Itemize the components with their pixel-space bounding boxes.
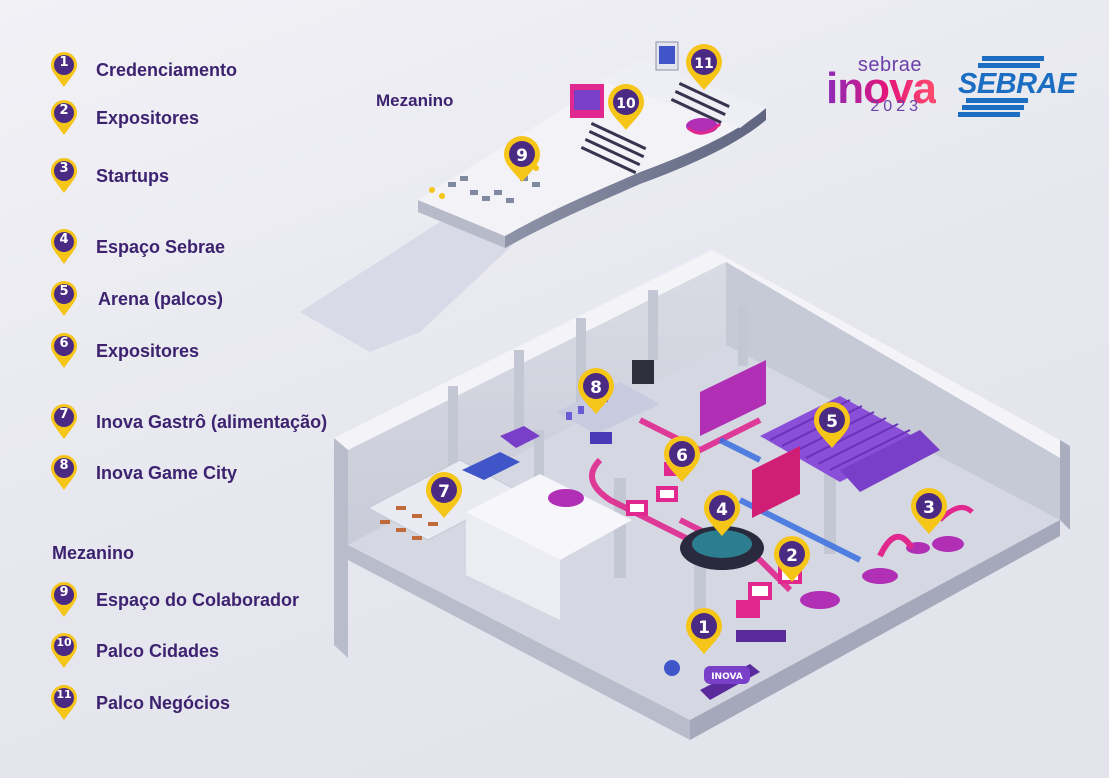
pin-number: 2: [786, 546, 798, 566]
legend-label: Espaço Sebrae: [96, 236, 226, 257]
map-pin-9[interactable]: 9: [504, 136, 540, 182]
pin-number: 3: [59, 161, 69, 176]
legend-label: Expositores: [96, 107, 200, 128]
legend-label: Expositores: [96, 340, 200, 361]
legend-item-3[interactable]: 3 Startups: [50, 156, 169, 196]
pin-number: 1: [59, 55, 69, 70]
map-pin-icon: 8: [50, 455, 78, 491]
map-pin-icon: 7: [50, 404, 78, 440]
legend-item-5[interactable]: 5 Arena (palcos): [50, 279, 223, 319]
legend-item-2[interactable]: 2 Expositores: [50, 98, 199, 138]
legend-label: Palco Cidades: [96, 640, 220, 661]
mezanine-shadow: [300, 222, 520, 352]
pin-number: 10: [56, 636, 72, 649]
pin-number: 11: [694, 56, 713, 72]
legend-label: Credenciamento: [96, 59, 238, 80]
map-pin-icon: 2: [50, 100, 78, 136]
logo-sebrae-small: sebrae: [858, 54, 922, 77]
map-pin-icon: 10: [50, 633, 78, 669]
legend-label: Inova Game City: [96, 462, 238, 483]
legend-label: Startups: [96, 165, 170, 186]
legend-item-7[interactable]: 7 Inova Gastrô (alimentação): [50, 402, 327, 442]
entrance-sign-text: INOVA: [711, 672, 743, 682]
legend-label: Palco Negócios: [96, 692, 231, 713]
mezanine-map-label: Mezanino: [376, 91, 453, 110]
map-pin-icon: 9: [50, 582, 78, 618]
pin-number: 4: [716, 500, 728, 520]
pin-number: 7: [59, 407, 69, 422]
map-pin-icon: 1: [50, 52, 78, 88]
map-pin-icon: 4: [50, 229, 78, 265]
legend-item-6[interactable]: 6 Expositores: [50, 331, 199, 371]
map-pin-icon: 5: [50, 281, 78, 317]
pin-number: 7: [438, 482, 450, 502]
pin-number: 2: [59, 103, 69, 118]
legend-item-10[interactable]: 10 Palco Cidades: [50, 631, 219, 671]
map-pin-icon: 6: [50, 333, 78, 369]
pin-number: 5: [826, 412, 838, 432]
map-pin-icon: 3: [50, 158, 78, 194]
legend: 1 Credenciamento 2 Expositores 3 Startup…: [0, 0, 360, 778]
legend-section-title: Mezanino: [52, 543, 135, 563]
legend-item-1[interactable]: 1 Credenciamento: [50, 50, 237, 90]
legend-item-4[interactable]: 4 Espaço Sebrae: [50, 227, 225, 267]
legend-item-9[interactable]: 9 Espaço do Colaborador: [50, 580, 299, 620]
sebrae-wordmark: SEBRAE: [958, 68, 1076, 100]
logo-inova-word: inova: [826, 64, 937, 113]
sebrae-inova-logo: sebrae inova 2023: [826, 54, 937, 120]
pin-number: 5: [59, 284, 69, 299]
pin-number: 8: [590, 378, 602, 398]
map-pin-6[interactable]: 6: [664, 436, 700, 482]
map-pin-10[interactable]: 10: [608, 84, 644, 130]
logo-year: 2023: [870, 98, 922, 115]
map-pin-11[interactable]: 11: [686, 44, 722, 90]
pin-number: 3: [923, 498, 935, 518]
map-pin-4[interactable]: 4: [704, 490, 740, 536]
pin-number: 10: [616, 96, 636, 112]
map-pin-7[interactable]: 7: [426, 472, 462, 518]
pin-number: 11: [56, 688, 72, 701]
pin-number: 9: [59, 585, 69, 600]
entrance-sign: INOVA: [704, 666, 750, 684]
map-pin-8[interactable]: 8: [578, 368, 614, 414]
legend-label: Arena (palcos): [98, 288, 224, 309]
pin-number: 9: [516, 146, 528, 166]
legend-label: Inova Gastrô (alimentação): [96, 411, 328, 432]
pin-number: 8: [59, 458, 69, 473]
legend-item-11[interactable]: 11 Palco Negócios: [50, 683, 230, 723]
map-pin-2[interactable]: 2: [774, 536, 810, 582]
map-pin-1[interactable]: 1: [686, 608, 722, 654]
pin-number: 4: [59, 232, 69, 247]
legend-label: Espaço do Colaborador: [96, 589, 300, 610]
pin-number: 6: [59, 336, 69, 351]
sebrae-stripes-icon: [958, 56, 1044, 117]
map-pin-icon: 11: [50, 685, 78, 721]
legend-item-8[interactable]: 8 Inova Game City: [50, 453, 237, 493]
map-pin-3[interactable]: 3: [911, 488, 947, 534]
map-pins: 1 2 3 4 5 6 7: [426, 44, 947, 654]
sebrae-logo: SEBRAE: [956, 52, 1076, 118]
pin-number: 1: [698, 618, 710, 638]
mezanine-platform: [418, 41, 766, 248]
pin-number: 6: [676, 446, 688, 466]
map-pin-5[interactable]: 5: [814, 402, 850, 448]
